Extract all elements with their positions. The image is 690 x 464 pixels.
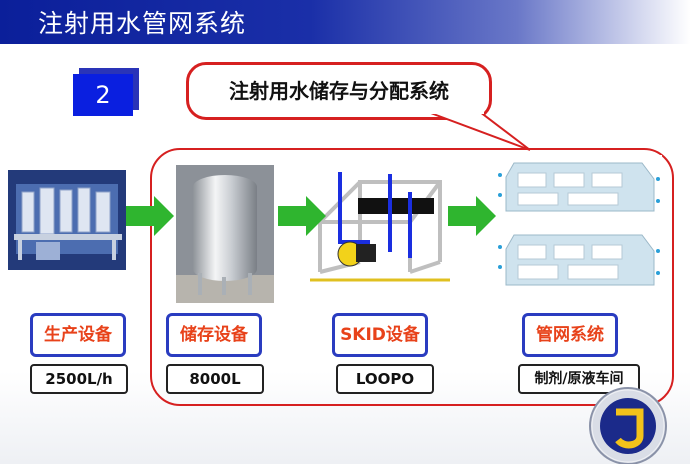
flow-arrow-icon — [448, 196, 496, 236]
callout-bubble: 注射用水储存与分配系统 — [186, 62, 492, 120]
storage-tank-image — [176, 165, 274, 303]
callout-text: 注射用水储存与分配系统 — [229, 79, 449, 103]
flow-arrow-icon — [278, 196, 326, 236]
stage-value-production: 2500L/h — [30, 364, 128, 394]
distribution-system-frame — [150, 148, 674, 406]
section-number: 2 — [95, 81, 111, 109]
stage-label-skid: SKID设备 — [332, 313, 428, 357]
stage-label-storage: 储存设备 — [166, 313, 262, 357]
stage-value-skid: LOOPO — [336, 364, 434, 394]
stage-label-production: 生产设备 — [30, 313, 126, 357]
callout-pointer-icon — [426, 110, 531, 151]
title-bar: 注射用水管网系统 — [0, 0, 690, 44]
flow-arrow-icon — [126, 196, 174, 236]
stage-label-pipe-network: 管网系统 — [522, 313, 618, 357]
company-logo-icon — [589, 387, 667, 464]
skid-equipment-image — [300, 162, 460, 292]
slide-title: 注射用水管网系统 — [38, 9, 247, 38]
section-number-badge: 2 — [73, 74, 133, 116]
pipe-network-image — [496, 155, 662, 295]
stage-value-storage: 8000L — [166, 364, 264, 394]
production-equipment-image — [8, 170, 126, 270]
